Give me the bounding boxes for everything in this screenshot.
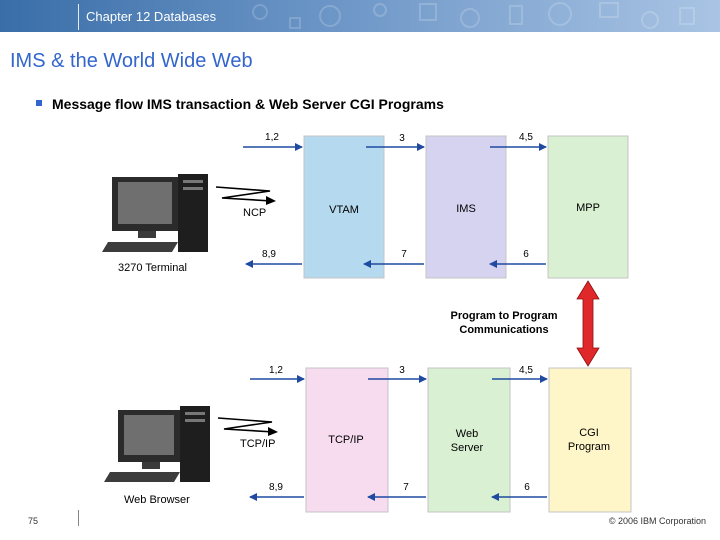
browser-label: Web Browser [124,494,190,506]
cgi-label-line1: CGI [579,427,599,439]
step-label: 8,9 [269,482,283,493]
bullet-square-icon [36,100,42,107]
web-server-label-line2: Server [451,442,484,454]
copyright: © 2006 IBM Corporation [608,516,706,526]
tcpip-box-label: TCP/IP [328,434,363,446]
page-title: IMS & the World Wide Web [10,50,253,72]
step-label: 6 [524,482,530,493]
step-label: 4,5 [519,365,533,376]
ncp-link-icon [215,186,276,205]
vtam-box [303,135,385,279]
step-label: 1,2 [269,365,283,376]
step-label: 3 [399,365,405,376]
step-label: 3 [399,133,405,144]
mpp-box [547,135,629,279]
ims-label: IMS [456,203,476,215]
ptp-label-line2: Communications [459,324,548,336]
slide-header: Chapter 12 Databases [0,0,720,32]
step-label: 4,5 [519,132,533,143]
terminal-computer-icon [102,174,208,252]
step-label: 1,2 [265,132,279,143]
footer-divider [78,510,79,526]
tcpip-box [305,367,389,513]
cgi-label-line2: Program [568,441,610,453]
ptp-double-arrow-icon [576,280,600,367]
terminal-label: 3270 Terminal [118,262,187,274]
tcpip-link-icon [217,417,278,436]
header-pattern [252,2,695,29]
header-divider [78,4,79,30]
step-label: 7 [403,482,409,493]
bullet-item: Message flow IMS transaction & Web Serve… [36,96,444,112]
ptp-label-line1: Program to Program [451,310,558,322]
vtam-label: VTAM [329,204,359,216]
chapter-title: Chapter 12 Databases [86,9,217,24]
step-label: 7 [401,249,407,260]
web-server-box [427,367,511,513]
step-label: 8,9 [262,249,276,260]
cgi-program-box [548,367,632,513]
step-label: 6 [523,249,529,260]
mpp-label: MPP [576,202,600,214]
browser-computer-icon [104,406,210,482]
ncp-label: NCP [243,207,266,219]
tcpip-link-label: TCP/IP [240,438,275,450]
web-server-label-line1: Web [456,428,478,440]
ims-box [425,135,507,279]
page-number: 75 [28,516,39,526]
bullet-text: Message flow IMS transaction & Web Serve… [52,96,444,112]
